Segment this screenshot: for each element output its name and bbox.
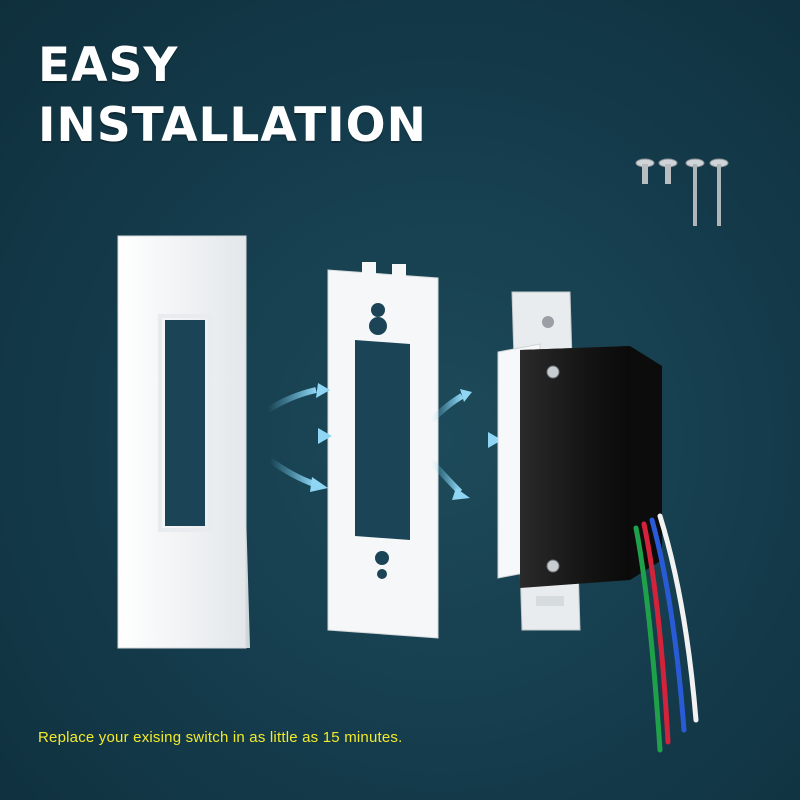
green-wire [633,525,663,753]
caption: Replace your exising switch in as little… [38,729,403,746]
headline: EASY INSTALLATION [38,36,427,156]
dimmer-switch [497,291,662,631]
arrow-icon [266,387,317,413]
wires [633,513,699,753]
arrow-icon [429,393,464,423]
short-screw-icon [635,158,655,184]
motion-arrows [266,383,502,500]
headline-line-1: EASY [38,38,179,93]
white-wire [657,513,699,723]
arrow-icon [268,457,316,487]
long-screw-icon [709,158,729,226]
headline-line-2: INSTALLATION [38,98,427,153]
long-screw-icon [685,158,705,226]
short-screw-icon [658,158,678,184]
screws [635,158,729,226]
wall-plate [117,235,250,649]
sub-plate [327,262,439,639]
blue-wire [649,517,687,733]
red-wire [641,521,671,745]
